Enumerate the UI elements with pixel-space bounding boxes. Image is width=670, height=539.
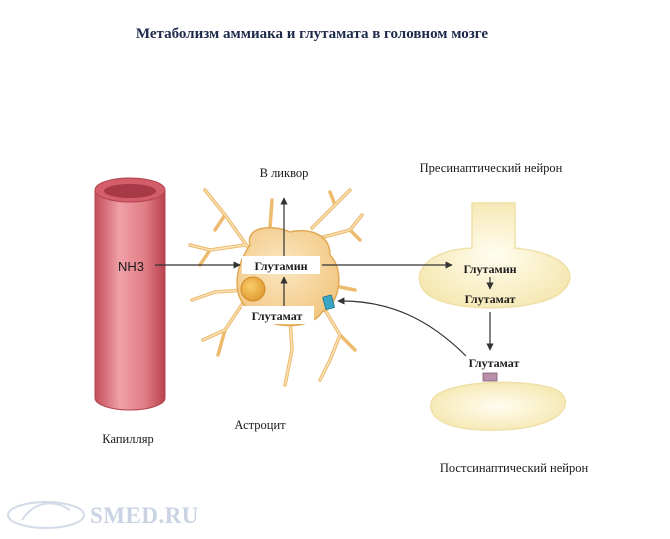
- to-csf-label: В ликвор: [260, 166, 309, 180]
- watermark: SMED.RU: [7, 501, 199, 529]
- presynaptic-label: Пресинаптический нейрон: [420, 161, 563, 175]
- transporter: [322, 294, 335, 310]
- postsynaptic-label: Постсинаптический нейрон: [440, 461, 589, 475]
- nh3-label: NH3: [118, 259, 144, 274]
- glutamate-cleft-label: Глутамат: [469, 356, 520, 370]
- receptor: [482, 372, 498, 382]
- arrows: [155, 197, 494, 357]
- astrocyte-nucleus: [240, 276, 266, 302]
- watermark-logo-icon: [7, 501, 85, 529]
- astrocyte-processes-inner: [189, 189, 363, 386]
- glutamine-astrocyte-label: Глутамин: [254, 259, 307, 273]
- glutamate-presynaptic-label: Глутамат: [465, 292, 516, 306]
- capillary: [94, 177, 166, 411]
- postsynaptic-neuron: [430, 381, 567, 431]
- arrow-reuptake: [337, 297, 467, 357]
- diagram-title: Метаболизм аммиака и глутамата в головно…: [136, 26, 489, 42]
- glutamine-presynaptic-label: Глутамин: [463, 262, 516, 276]
- watermark-text: SMED.RU: [90, 503, 199, 528]
- astrocyte-label: Астроцит: [234, 418, 286, 432]
- glutamate-box-astrocyte: [242, 306, 314, 324]
- capillary-label: Капилляр: [102, 432, 153, 446]
- glutamate-astrocyte-label: Глутамат: [252, 309, 303, 323]
- glutamine-box-astrocyte: [242, 256, 320, 274]
